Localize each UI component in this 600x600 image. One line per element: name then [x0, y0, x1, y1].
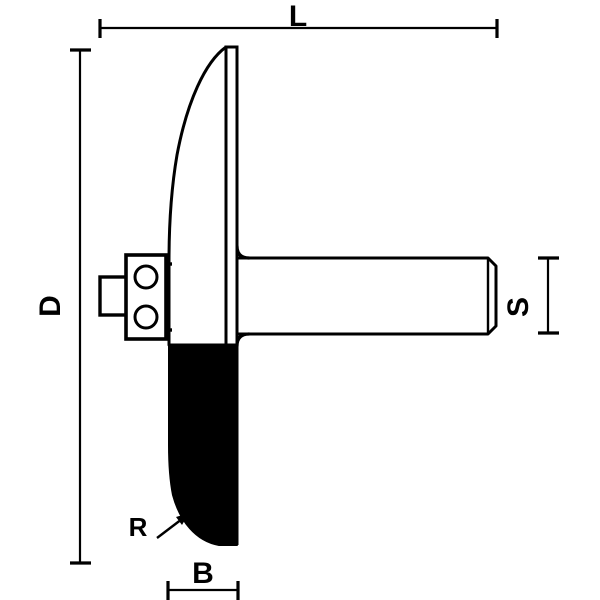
cutter-body-lower: [168, 344, 239, 546]
cutter-back-plate: [224, 45, 239, 347]
shank: [235, 244, 498, 348]
bearing-bolt-hole-lower: [133, 304, 159, 330]
dimension-length: L: [98, 0, 499, 38]
cutter-lower-profile: [168, 344, 238, 546]
profile-width-label: B: [192, 557, 214, 590]
shank-label: S: [502, 297, 535, 317]
dimension-diameter: D: [34, 48, 91, 565]
bearing-block: [98, 253, 172, 341]
dimension-profile-width: B: [166, 557, 240, 600]
shank-body: [235, 256, 498, 336]
radius-label: R: [129, 512, 148, 542]
length-label: L: [289, 0, 307, 33]
dimension-shank: S: [502, 256, 559, 335]
radius-leader-line: [156, 518, 183, 539]
radius-arrow-head: [176, 513, 189, 525]
diameter-label: D: [34, 295, 67, 317]
back-plate-body: [224, 45, 239, 347]
bearing-bolt-hole-upper: [133, 264, 159, 290]
bearing-tab: [98, 275, 130, 317]
cutter-body-upper: [167, 45, 228, 347]
cutter-upper-profile: [167, 45, 228, 347]
radius-annotation: R: [129, 512, 189, 542]
